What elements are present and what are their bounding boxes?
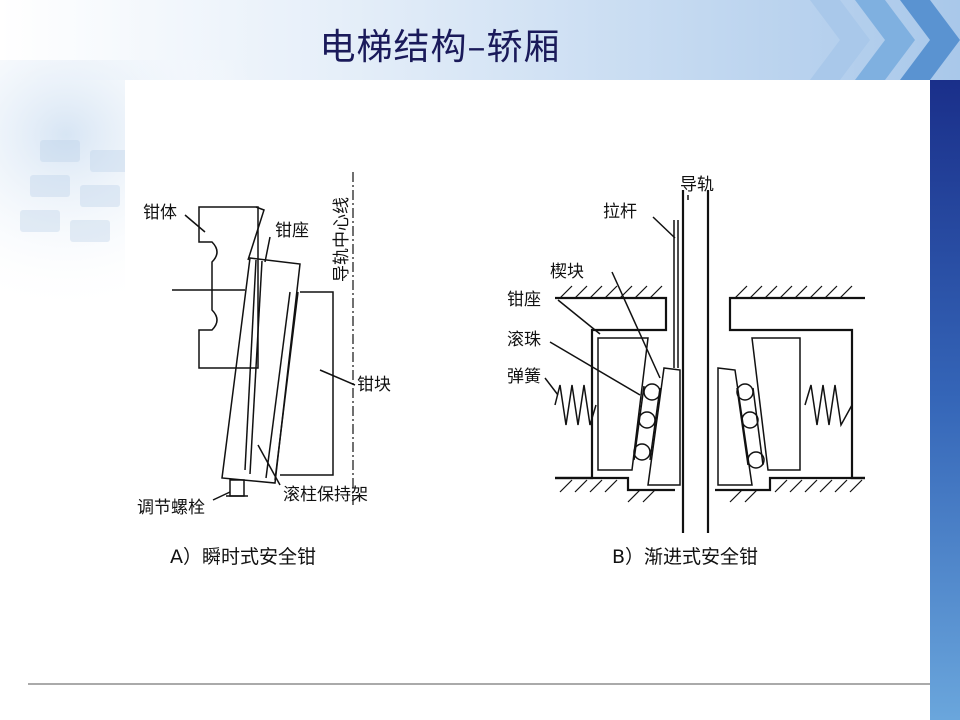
- page-title: 电梯结构–轿厢: [319, 27, 561, 68]
- caption-figure-b: B）渐进式安全钳: [612, 546, 758, 568]
- label-spring: 弹簧: [507, 367, 541, 387]
- label-clamp-body: 钳体: [143, 203, 177, 223]
- caption-figure-a: A）瞬时式安全钳: [170, 546, 316, 568]
- label-guide-rail: 导轨: [680, 175, 714, 195]
- label-clamp-seat-b: 钳座: [507, 290, 541, 310]
- label-roller-frame: 滚柱保持架: [283, 485, 368, 505]
- label-pull-rod: 拉杆: [603, 202, 637, 222]
- figure-a-instant-safety-gear: 钳体 钳座 导轨中心线 钳块 滚柱保持架 调节螺栓 A）瞬时式安全钳: [125, 168, 400, 568]
- label-wedge: 楔块: [550, 262, 584, 282]
- label-clamp-block: 钳块: [357, 375, 391, 395]
- label-adjust-bolt: 调节螺栓: [137, 498, 205, 518]
- spring-right-icon: [804, 384, 853, 428]
- label-clamp-seat: 钳座: [275, 221, 309, 241]
- hatch-top-right: [734, 285, 853, 299]
- chevron-decor-icon: [810, 0, 960, 80]
- figure-b-progressive-safety-gear: 导轨 拉杆 楔块 钳座 滚珠 弹簧 B）渐进式安全钳: [507, 175, 865, 568]
- hatch-bottom-right: [729, 479, 863, 503]
- label-guide-centerline: 导轨中心线: [332, 197, 352, 282]
- spring-left-icon: [554, 384, 597, 426]
- hatch-top-left: [559, 285, 663, 299]
- hatch-bottom-left: [559, 479, 656, 503]
- label-roller: 滚珠: [507, 330, 541, 350]
